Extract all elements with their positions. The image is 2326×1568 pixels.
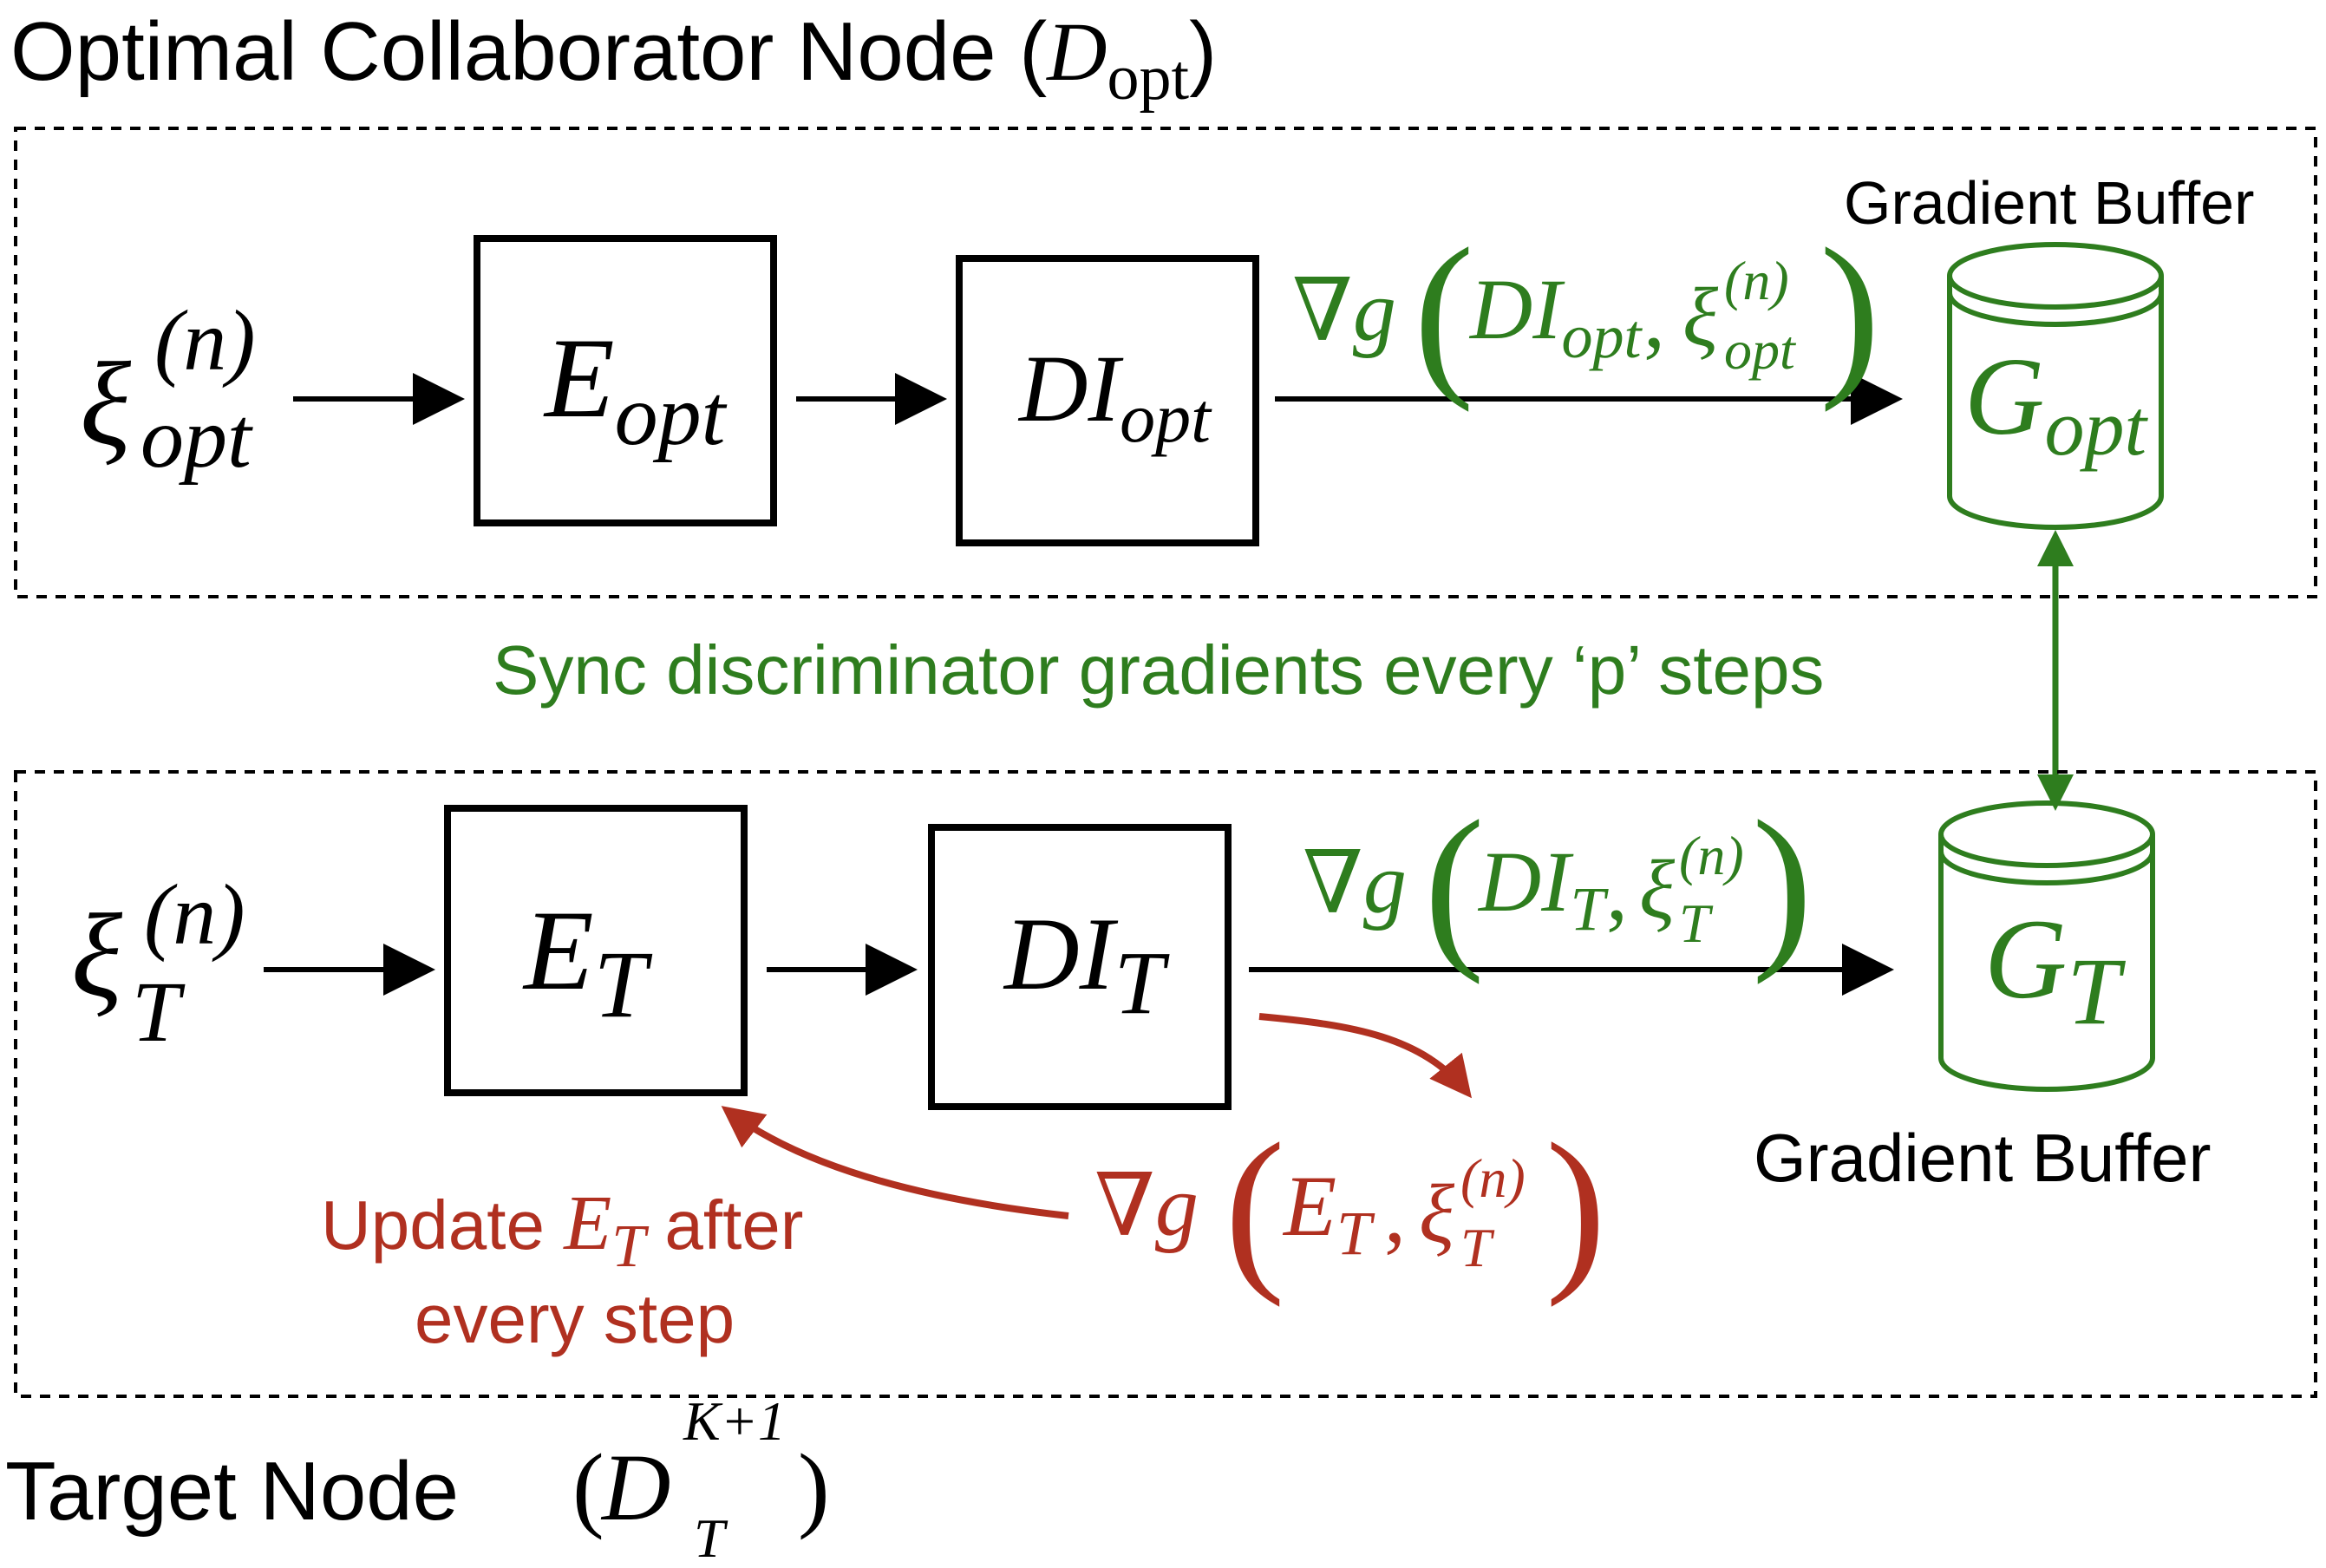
top-input-superscript: (n) <box>154 292 256 389</box>
red-arrow-gradient-to-encoder <box>721 1106 1069 1219</box>
top-discriminator-label: DIopt <box>1017 336 1212 457</box>
top-input-subscript: opt <box>140 389 253 486</box>
top-node-frame <box>14 127 2317 598</box>
update-label-line1: Update ET after <box>321 1180 803 1280</box>
top-gradient-arg2-sup: (n) <box>1724 250 1789 311</box>
top-gradient-comma: , <box>1643 270 1665 366</box>
top-gradient-arg2-sub: opt <box>1724 319 1797 381</box>
bottom-title-subscript: T <box>694 1507 729 1568</box>
bottom-gradient-close-paren: ) <box>1752 784 1813 985</box>
top-discriminator-box <box>956 255 1259 546</box>
bottom-node-title: Target Node <box>5 1445 459 1538</box>
encoder-gradient-arg2-sub: T <box>1460 1217 1495 1278</box>
encoder-gradient-arg1: ET <box>1282 1158 1375 1268</box>
bottom-discriminator-label: DIT <box>1003 896 1170 1033</box>
bottom-input-superscript: (n) <box>144 866 245 963</box>
bottom-title-open-paren: ( <box>572 1434 604 1540</box>
encoder-gradient-close-paren: ) <box>1545 1107 1606 1308</box>
top-buffer-symbol: Gopt <box>1964 335 2148 472</box>
top-gradient-arg1: DIopt <box>1468 261 1643 371</box>
encoder-gradient-comma: , <box>1384 1165 1406 1261</box>
bottom-title-var: D <box>600 1434 670 1540</box>
bottom-input-subscript: T <box>132 964 186 1060</box>
bottom-gradient-arg1: DIT <box>1477 833 1610 944</box>
update-label-line2: every step <box>415 1280 735 1357</box>
encoder-gradient-arg2-sup: (n) <box>1460 1147 1526 1209</box>
bottom-title-close-paren: ) <box>798 1434 830 1540</box>
encoder-gradient-arg2: ξ <box>1419 1167 1455 1260</box>
bottom-encoder-box <box>444 805 748 1096</box>
top-gradient-close-paren: ) <box>1820 212 1880 413</box>
bottom-gradient-arg2-sub: T <box>1679 892 1714 954</box>
encoder-gradient-open-paren: ( <box>1225 1107 1285 1308</box>
bottom-buffer-label: Gradient Buffer <box>1754 1120 2212 1196</box>
top-input-symbol: ξ <box>80 337 132 470</box>
encoder-gradient-nabla: ∇g <box>1094 1158 1199 1254</box>
red-arrow-discriminator-to-gradient <box>1258 1013 1473 1099</box>
bottom-node-frame <box>14 770 2317 1398</box>
top-gradient-open-paren: ( <box>1414 212 1474 413</box>
bottom-gradient-expression: ∇g ( DIT , ξ (n) T ) <box>1303 784 1813 985</box>
top-gradient-expression: ∇g ( DIopt , ξ (n) opt ) <box>1292 212 1880 413</box>
bottom-title-superscript: K+1 <box>683 1390 786 1452</box>
bottom-gradient-comma: , <box>1606 842 1628 938</box>
top-encoder-label: Eopt <box>543 314 728 463</box>
encoder-gradient-expression: ∇g ( ET , ξ (n) T ) <box>1094 1107 1606 1308</box>
bottom-buffer-symbol: GT <box>1984 895 2126 1044</box>
bottom-gradient-arg2: ξ <box>1639 843 1676 936</box>
bottom-gradient-open-paren: ( <box>1424 784 1485 985</box>
top-gradient-nabla: ∇g <box>1292 263 1396 359</box>
bottom-discriminator-box <box>928 824 1232 1110</box>
bottom-gradient-nabla: ∇g <box>1303 835 1407 931</box>
sync-label: Sync discriminator gradients every ‘p’ s… <box>493 631 1824 709</box>
bottom-encoder-label: ET <box>522 886 653 1037</box>
top-node-title: Optimal Collaborator Node (Dopt) <box>10 5 1217 114</box>
top-buffer-cylinder <box>1947 242 2164 530</box>
bottom-gradient-arg2-sup: (n) <box>1679 825 1744 886</box>
top-encoder-box <box>474 235 777 526</box>
top-gradient-arg2: ξ <box>1682 271 1719 363</box>
top-buffer-label: Gradient Buffer <box>1844 169 2254 237</box>
bottom-buffer-cylinder <box>1938 800 2155 1092</box>
bottom-input-symbol: ξ <box>71 889 123 1022</box>
